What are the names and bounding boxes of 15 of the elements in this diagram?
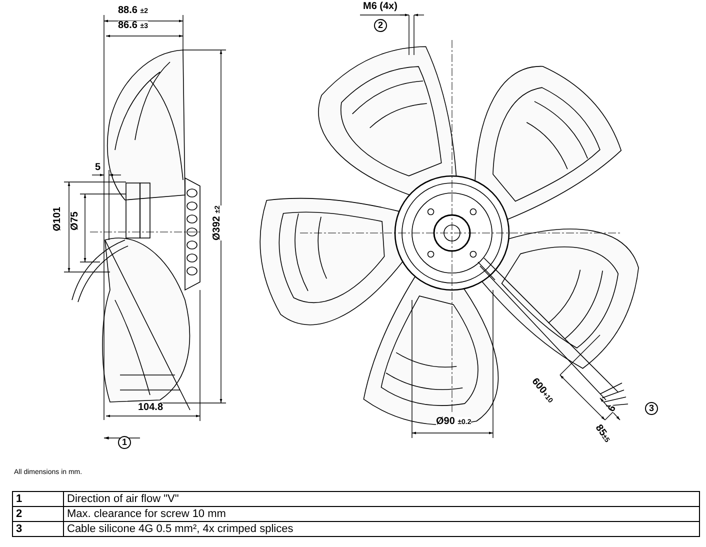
dimension-label: 6: [607, 404, 618, 414]
number-cell: 2: [12, 506, 64, 522]
table-cell: Cable silicone 4G 0.5 mm², 4x crimped splices: [64, 522, 700, 536]
dimension-label: Ø101: [53, 206, 64, 232]
dimension-label: Ø75: [70, 212, 80, 230]
callout-number: 2: [374, 19, 387, 32]
dimension-label: M6 (4x): [363, 2, 398, 12]
callout-number: 3: [645, 402, 658, 415]
number-cell: 3: [12, 522, 64, 536]
callout-number: 1: [118, 436, 131, 449]
dimension-label: 5: [95, 163, 101, 173]
table-cell: Direction of air flow "V": [64, 492, 700, 506]
table-cell: Max. clearance for screw 10 mm: [64, 506, 700, 522]
dimension-label: 104.8: [138, 403, 164, 413]
number-cell: 1: [12, 492, 64, 506]
